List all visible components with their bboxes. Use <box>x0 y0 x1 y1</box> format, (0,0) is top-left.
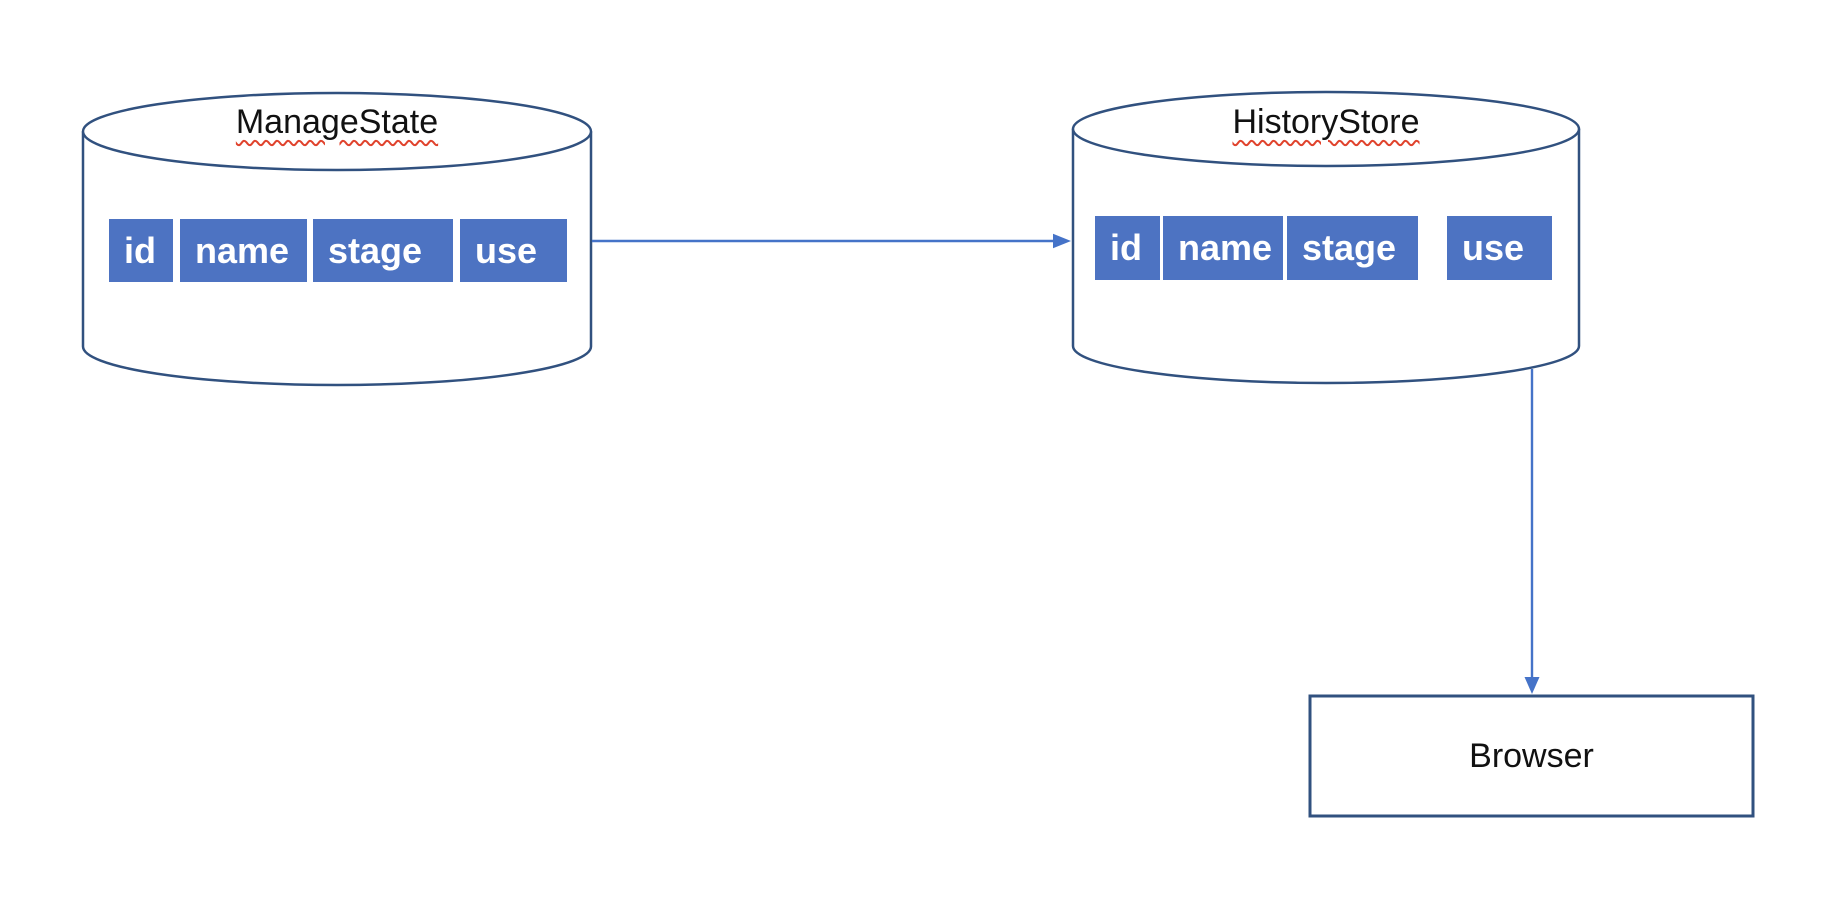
manage-state-col-use[interactable]: use <box>460 219 567 282</box>
arrow-history-to-browser[interactable] <box>1524 369 1540 694</box>
history-store-col-id[interactable]: id <box>1095 216 1160 280</box>
browser-label[interactable]: Browser <box>1469 736 1594 775</box>
history-store-cylinder-top <box>1071 90 1581 168</box>
manage-state-label[interactable]: ManageState <box>83 100 591 144</box>
manage-state-col-name[interactable]: name <box>180 219 307 282</box>
history-store-label[interactable]: HistoryStore <box>1073 100 1579 144</box>
history-store-col-use[interactable]: use <box>1447 216 1552 280</box>
browser-box[interactable] <box>1308 694 1755 818</box>
arrow-history-to-browser-head <box>1524 677 1540 694</box>
manage-state-cylinder-top <box>81 91 593 172</box>
arrow-manage-to-history-head <box>1053 233 1071 249</box>
history-store-col-stage[interactable]: stage <box>1287 216 1418 280</box>
history-store-label-text: HistoryStore <box>1232 102 1420 141</box>
arrow-manage-to-history[interactable] <box>592 233 1071 249</box>
manage-state-label-text: ManageState <box>235 102 439 141</box>
manage-state-col-stage[interactable]: stage <box>313 219 453 282</box>
manage-state-col-id[interactable]: id <box>109 219 173 282</box>
history-store-col-name[interactable]: name <box>1163 216 1283 280</box>
